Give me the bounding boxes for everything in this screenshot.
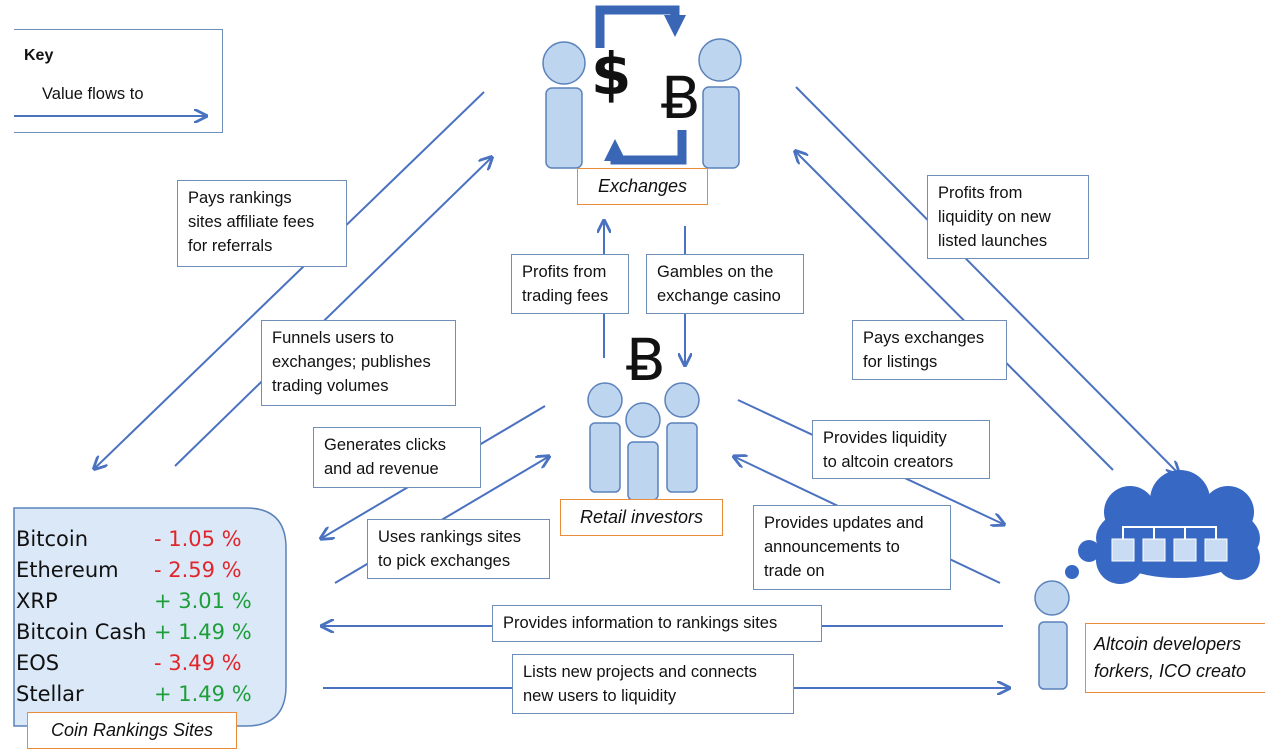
flow-label-line: Gambles on the — [657, 263, 774, 281]
rankings-panel — [13, 507, 287, 727]
bitcoin-exchange-icon: Ƀ — [661, 64, 701, 132]
flow-label-line: Profits from — [938, 184, 1023, 202]
flow-label-line: Uses rankings sites — [378, 528, 522, 546]
flow-label-profits-liquidity: Profits from liquidity on new listed lau… — [927, 175, 1089, 259]
flow-label-line: Pays exchanges — [863, 329, 985, 347]
flow-label-provides-information: Provides information to rankings sites — [492, 605, 822, 642]
flow-label-funnels-users: Funnels users to exchanges; publishes tr… — [261, 320, 456, 406]
exchanges-person-right-icon — [698, 38, 742, 169]
arrow-altcoin-to-exchanges — [796, 152, 1114, 471]
coin-name: Bitcoin — [16, 527, 89, 551]
altcoin-label-line: forkers, ICO creato — [1094, 661, 1247, 681]
coin-change: + 1.49 % — [154, 620, 252, 644]
coin-name: XRP — [16, 589, 58, 613]
coin-name: EOS — [16, 651, 60, 675]
exchange-cycle-bottom-arrow — [604, 130, 687, 165]
coin-change: - 1.05 % — [154, 527, 242, 551]
coin-change: + 3.01 % — [154, 589, 252, 613]
flow-label-line: trade on — [764, 562, 825, 580]
flow-label-line: trading volumes — [272, 377, 389, 395]
flow-label-line: Profits from — [522, 263, 607, 281]
coin-name: Bitcoin Cash — [16, 620, 147, 644]
flow-label-line: Generates clicks — [324, 436, 446, 454]
flow-label-provides-liquidity: Provides liquidity to altcoin creators — [812, 420, 990, 479]
altcoin-creators-label: Altcoin developers forkers, ICO creato — [1085, 623, 1265, 693]
flow-label-uses-rankings: Uses rankings sites to pick exchanges — [367, 519, 550, 579]
flow-label-generates-clicks: Generates clicks and ad revenue — [313, 427, 481, 488]
coin-rankings-label: Coin Rankings Sites — [27, 712, 237, 749]
altcoin-label-line: Altcoin developers — [1094, 634, 1242, 654]
flow-label-pays-rankings: Pays rankings sites affiliate fees for r… — [177, 180, 347, 267]
flow-label-line: Funnels users to — [272, 329, 394, 347]
retail-person-left-icon — [587, 382, 623, 493]
coin-change: - 2.59 % — [154, 558, 242, 582]
coin-name: Ethereum — [16, 558, 119, 582]
arrow-exchanges-to-rankings — [95, 91, 485, 468]
retail-investors-label: Retail investors — [560, 499, 723, 536]
retail-person-right-icon — [664, 382, 700, 493]
exchanges-label: Exchanges — [577, 168, 708, 205]
flow-label-line: Pays rankings — [188, 189, 292, 207]
key-label: Value flows to — [42, 85, 144, 103]
exchange-cycle-top-arrow — [595, 5, 686, 48]
flow-label-line: exchange casino — [657, 287, 781, 305]
flow-label-gambles: Gambles on the exchange casino — [646, 254, 804, 314]
flow-label-line: new users to liquidity — [523, 687, 677, 705]
flow-label-pays-listings: Pays exchanges for listings — [852, 320, 1007, 380]
flow-label-line: for listings — [863, 353, 938, 371]
flow-label-line: Lists new projects and connects — [523, 663, 757, 681]
dollar-icon: $ — [591, 40, 632, 108]
exchanges-person-left-icon — [542, 41, 586, 169]
flow-label-provides-updates: Provides updates and announcements to tr… — [753, 505, 951, 590]
flow-label-line: liquidity on new — [938, 208, 1051, 226]
key-title: Key — [24, 47, 54, 64]
coin-change: - 3.49 % — [154, 651, 242, 675]
flow-label-line: to pick exchanges — [378, 552, 511, 570]
coin-change: + 1.49 % — [154, 682, 252, 706]
flow-label-line: listed launches — [938, 232, 1048, 250]
altcoin-person-icon — [1034, 580, 1070, 690]
flow-label-line: to altcoin creators — [823, 453, 954, 471]
arrow-exchanges-to-altcoin — [795, 86, 1178, 473]
bitcoin-retail-icon: Ƀ — [626, 326, 666, 394]
coin-row: Ethereum - 2.59 % — [16, 558, 256, 589]
arrow-rankings-to-exchanges — [174, 158, 491, 467]
thought-cloud-icon — [1065, 470, 1260, 584]
flow-label-profits-trading-fees: Profits from trading fees — [511, 254, 629, 314]
flow-label-line: for referrals — [188, 237, 273, 255]
coin-row: Bitcoin Cash + 1.49 % — [16, 620, 256, 651]
flow-label-line: Provides updates and — [764, 514, 924, 532]
retail-person-middle-icon — [625, 402, 661, 501]
coin-name: Stellar — [16, 682, 84, 706]
flow-label-line: exchanges; publishes — [272, 353, 431, 371]
flow-label-line: trading fees — [522, 287, 609, 305]
flow-label-line: Provides information to rankings sites — [503, 614, 778, 632]
coin-row: Bitcoin - 1.05 % — [16, 527, 256, 558]
coin-row: EOS - 3.49 % — [16, 651, 256, 682]
flow-label-line: sites affiliate fees — [188, 213, 315, 231]
coin-row: XRP + 3.01 % — [16, 589, 256, 620]
coin-row: Stellar + 1.49 % — [16, 682, 256, 713]
flow-label-line: announcements to — [764, 538, 900, 556]
flow-label-line: and ad revenue — [324, 460, 439, 478]
flow-label-line: Provides liquidity — [823, 429, 947, 447]
key-box: Key Value flows to — [14, 29, 223, 133]
flow-label-lists-projects: Lists new projects and connects new user… — [512, 654, 794, 714]
